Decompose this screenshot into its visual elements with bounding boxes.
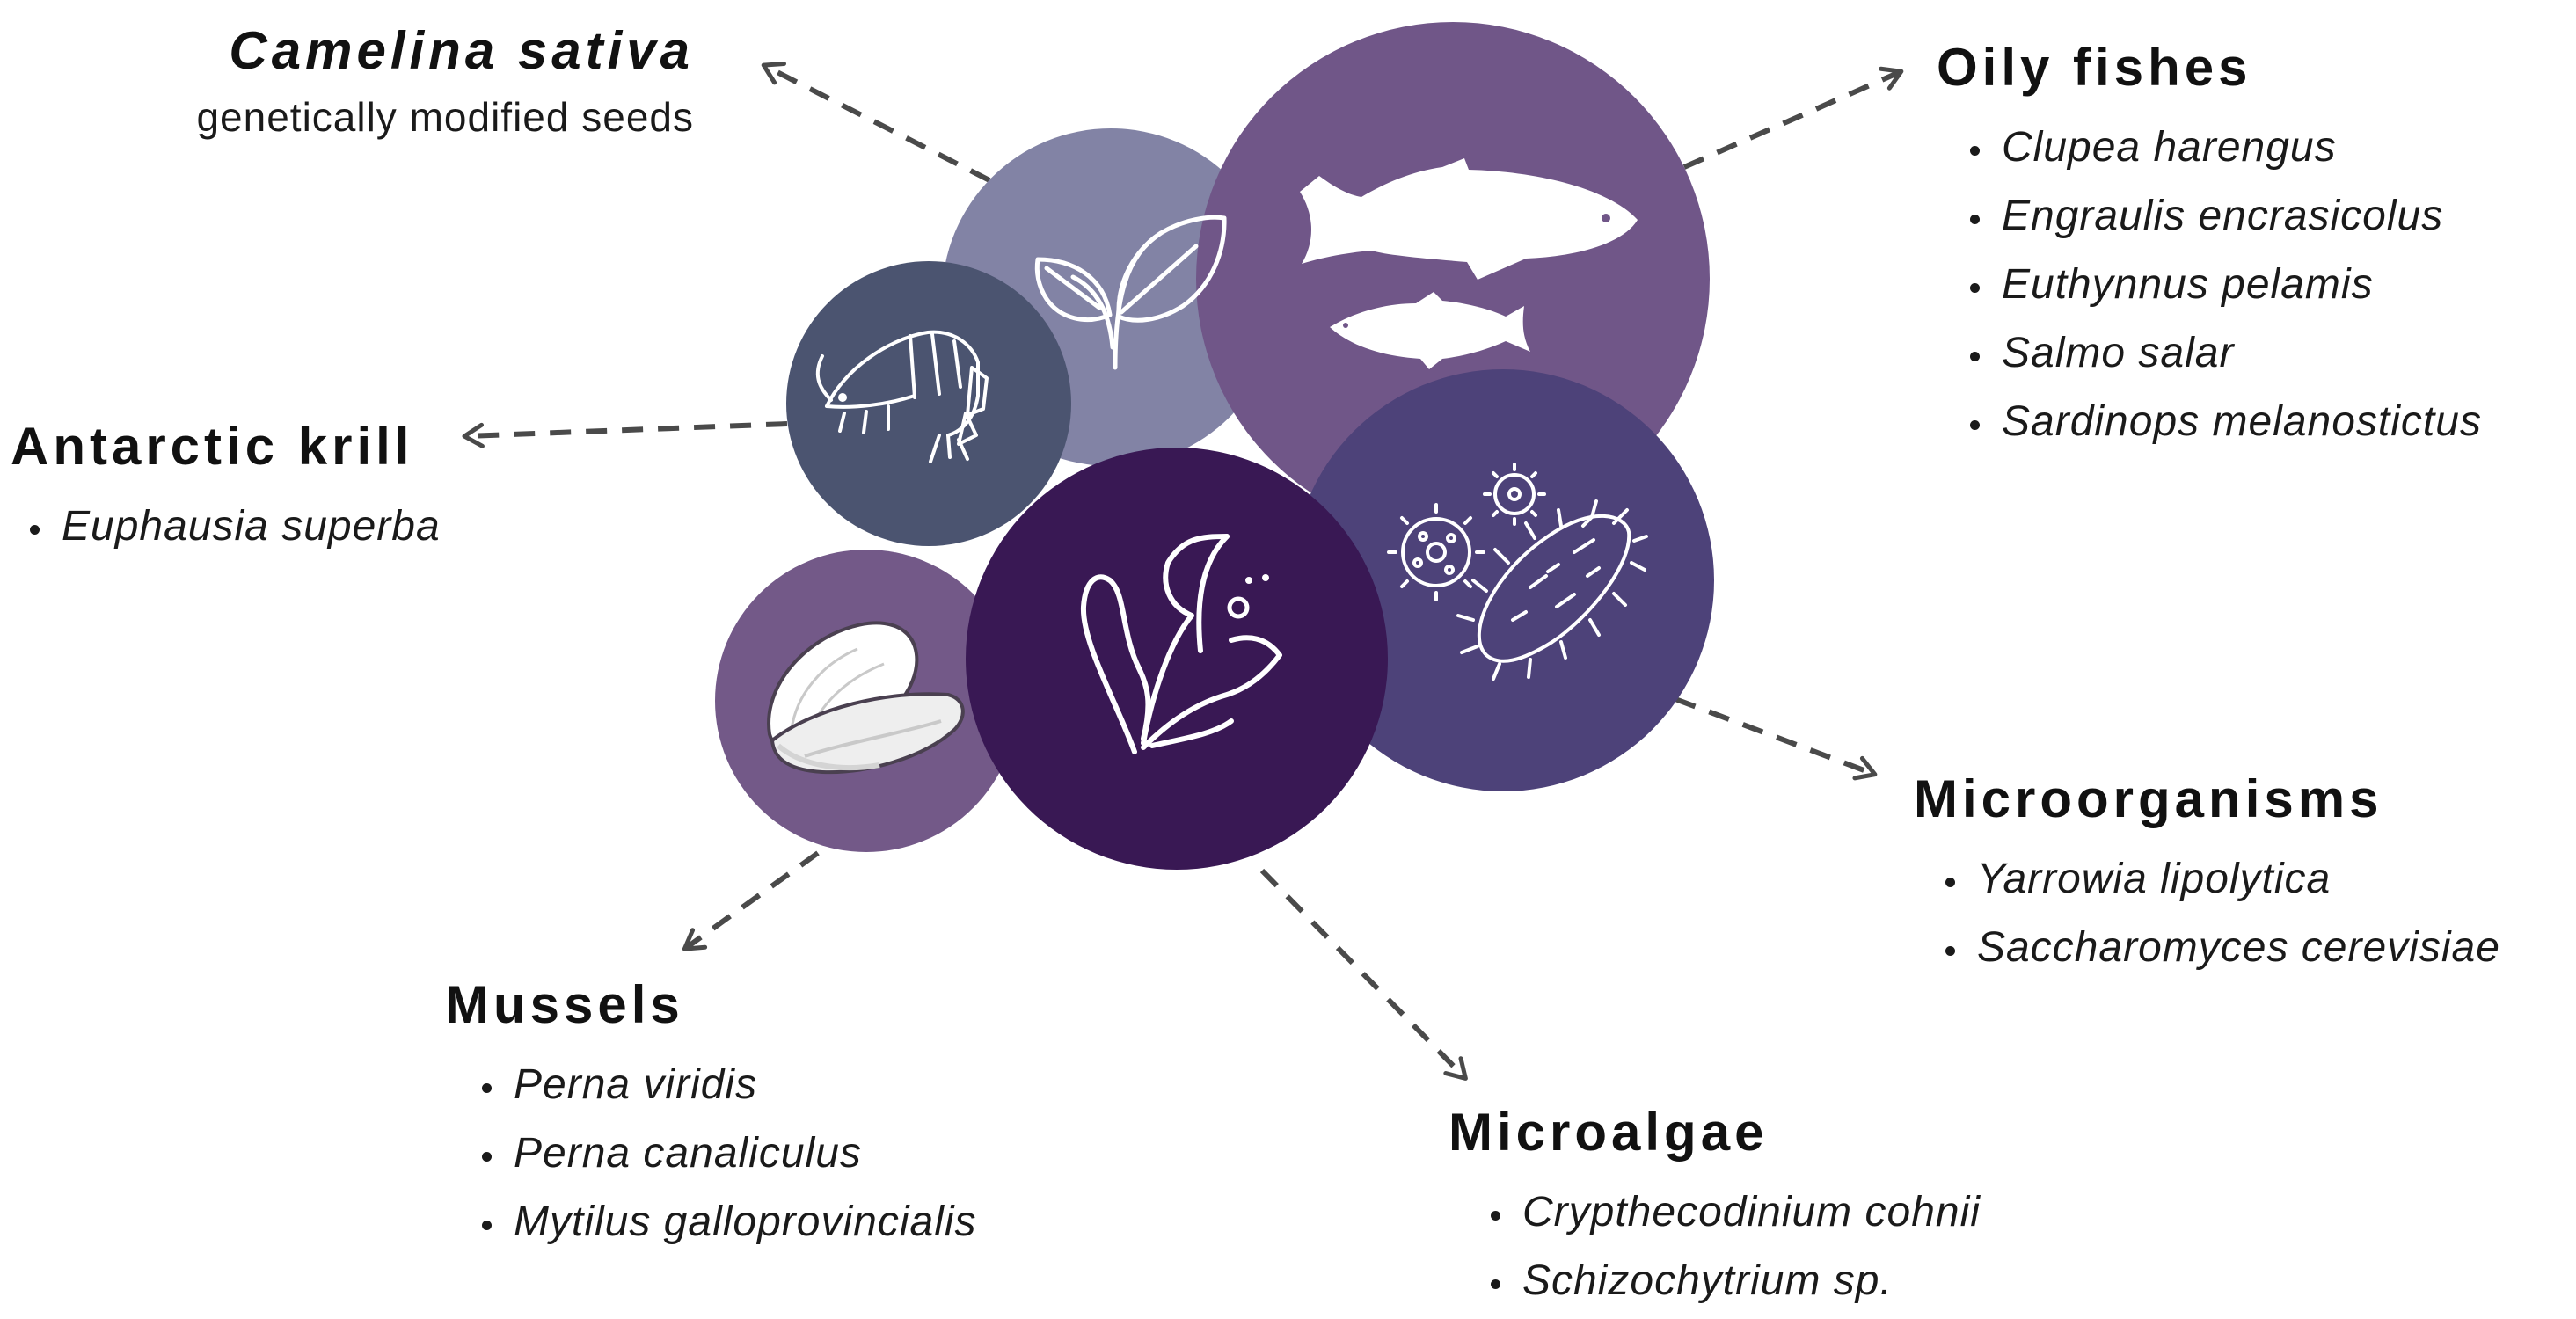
fish-icon	[1300, 158, 1638, 369]
species-item: Schizochytrium sp.	[1485, 1247, 1981, 1315]
species-item: Salmo salar	[1965, 319, 2482, 388]
algae-circle	[966, 448, 1388, 870]
seaweed-icon	[1080, 534, 1282, 754]
arrow-mussels	[682, 850, 820, 951]
microalgae-title: Microalgae	[1449, 1103, 1769, 1162]
species-item: Euphausia superba	[25, 492, 441, 561]
species-item: Euthynnus pelamis	[1965, 251, 2482, 319]
krill-title: Antarctic krill	[11, 417, 414, 476]
arrow-fishes	[1682, 66, 1904, 170]
microbe-icon	[1387, 463, 1648, 681]
mussel-icon	[767, 621, 965, 775]
arrow-camelina	[761, 61, 991, 183]
camelina-group: Camelina sativa genetically modified see…	[196, 25, 694, 141]
connector-arrows	[462, 61, 1904, 1081]
microorganisms-title: Microorganisms	[1914, 769, 2383, 828]
species-item: Perna viridis	[477, 1051, 977, 1119]
species-item: Mytilus galloprovincialis	[477, 1188, 977, 1257]
fishes-title: Oily fishes	[1937, 38, 2252, 97]
species-item: Saccharomyces cerevisiae	[1940, 914, 2500, 982]
species-item: Engraulis encrasicolus	[1965, 182, 2482, 251]
krill-species-list: Euphausia superba	[25, 492, 441, 561]
arrow-microalgae	[1259, 868, 1468, 1081]
species-item: Sardinops melanostictus	[1965, 388, 2482, 456]
species-item: Yarrowia lipolytica	[1940, 845, 2500, 914]
arrow-krill	[462, 421, 788, 448]
krill-circle	[786, 261, 1071, 546]
mussels-title: Mussels	[445, 975, 684, 1034]
leaf-icon	[1034, 215, 1227, 370]
shrimp-icon	[815, 330, 989, 463]
camelina-subtitle: genetically modified seeds	[196, 94, 694, 140]
arrow-microorganisms	[1674, 696, 1878, 781]
species-item: Perna canaliculus	[477, 1119, 977, 1188]
species-item: Clupea harengus	[1965, 113, 2482, 182]
camelina-title: Camelina sativa	[229, 21, 694, 80]
species-item: Crypthecodinium cohnii	[1485, 1178, 1981, 1247]
krill-group: Antarctic krill Euphausia superba	[11, 420, 441, 561]
